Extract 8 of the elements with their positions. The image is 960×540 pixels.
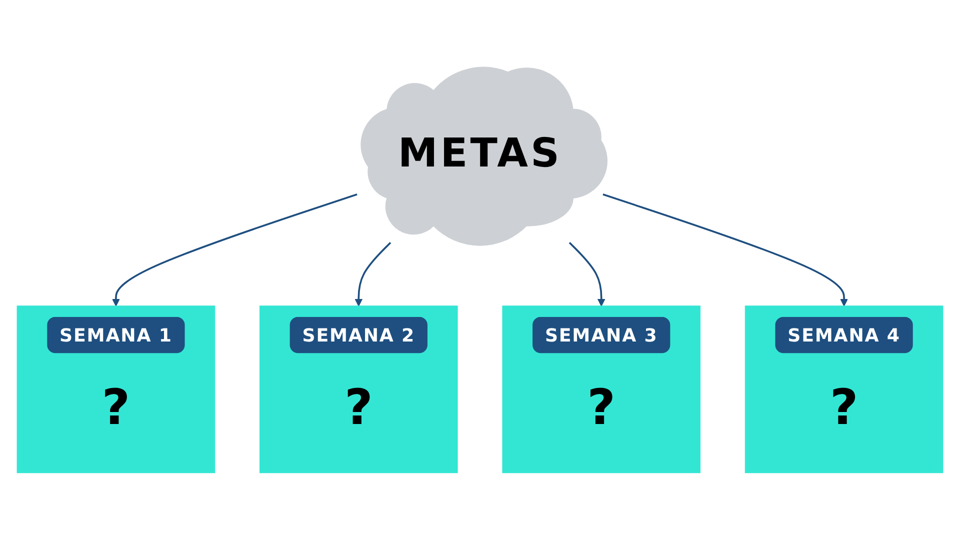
arrow (354, 242, 392, 306)
node-box: SEMANA 2 ? (259, 306, 458, 474)
arrow (602, 194, 848, 306)
arrow (568, 242, 606, 306)
node-box: SEMANA 1 ? (16, 306, 216, 474)
node-box: SEMANA 4 ? (744, 306, 944, 474)
node-box: SEMANA 3 ? (502, 306, 701, 474)
arrow (112, 194, 358, 306)
